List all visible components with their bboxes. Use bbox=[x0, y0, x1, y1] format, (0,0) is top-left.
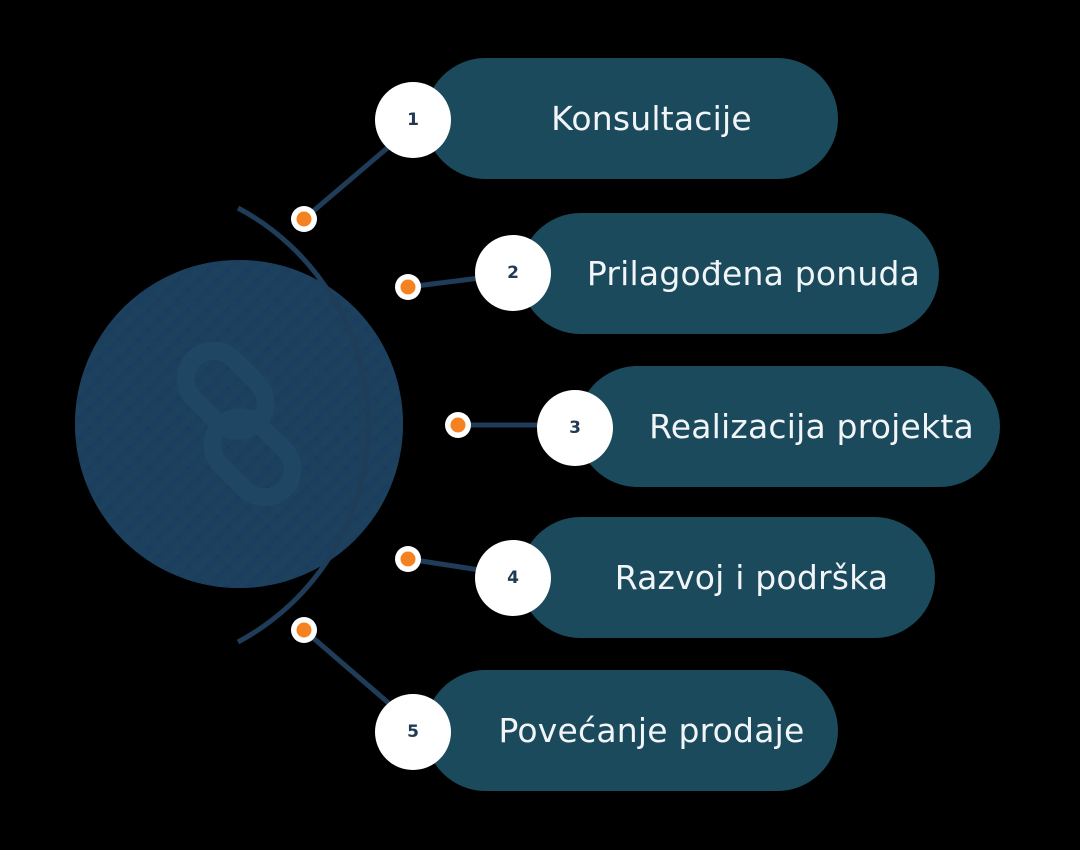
step-4-label: Razvoj i podrška bbox=[614, 558, 889, 597]
timeline-dot-4 bbox=[395, 546, 421, 572]
step-1-number: 1 bbox=[375, 82, 451, 158]
timeline-dot-1 bbox=[291, 206, 317, 232]
step-5-number: 5 bbox=[375, 694, 451, 770]
timeline-dot-3 bbox=[445, 412, 471, 438]
timeline-dot-5 bbox=[291, 617, 317, 643]
step-1-label: Konsultacije bbox=[551, 99, 752, 138]
step-5-label: Povećanje prodaje bbox=[498, 711, 805, 750]
step-1-pill: Konsultacije bbox=[425, 58, 838, 179]
timeline-dot-2 bbox=[395, 274, 421, 300]
step-4-number: 4 bbox=[475, 540, 551, 616]
step-2-number: 2 bbox=[475, 235, 551, 311]
step-3-number: 3 bbox=[537, 390, 613, 466]
link-chain-icon bbox=[176, 341, 302, 507]
step-3-pill: Realizacija projekta bbox=[577, 366, 1000, 487]
step-3-label: Realizacija projekta bbox=[649, 407, 974, 446]
step-4-pill: Razvoj i podrška bbox=[520, 517, 935, 638]
timeline-arc bbox=[236, 205, 371, 645]
step-5-pill: Povećanje prodaje bbox=[425, 670, 838, 791]
step-2-pill: Prilagođena ponuda bbox=[520, 213, 939, 334]
step-2-label: Prilagođena ponuda bbox=[586, 254, 921, 293]
timeline-dots bbox=[291, 206, 471, 643]
